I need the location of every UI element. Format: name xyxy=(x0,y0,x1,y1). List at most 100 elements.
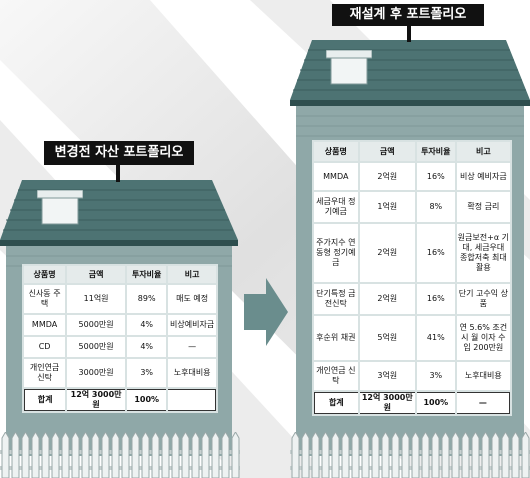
fence-picket xyxy=(311,432,320,478)
amount-cell: 1억원 xyxy=(359,192,415,222)
fence-picket xyxy=(91,432,100,478)
fence-picket xyxy=(411,432,420,478)
product-cell: 세금우대 정기예금 xyxy=(314,192,358,222)
fence-picket xyxy=(451,432,460,478)
fence-picket xyxy=(381,432,390,478)
total-note-cell: — xyxy=(456,392,510,414)
fence-rail xyxy=(0,466,240,470)
fence-picket xyxy=(351,432,360,478)
fence-picket xyxy=(31,432,40,478)
fence-picket xyxy=(51,432,60,478)
ratio-cell: 16% xyxy=(416,284,455,314)
note-cell: 원금보전+α 기대, 세금우대 종합저축 최대활용 xyxy=(456,224,510,282)
table-total-row: 합계 12억 3000만원 100% xyxy=(24,389,216,411)
table-row: 신사동 주택 11억원 89% 매도 예정 xyxy=(24,285,216,313)
header-cell: 투자비율 xyxy=(416,142,455,161)
fence-picket xyxy=(291,432,300,478)
fence-picket xyxy=(131,432,140,478)
ratio-cell: 3% xyxy=(416,362,455,390)
ratio-cell: 4% xyxy=(127,315,167,335)
fence-picket xyxy=(361,432,370,478)
note-cell: 연 5.6% 조건시 월 이자 수입 200만원 xyxy=(456,316,510,360)
table-total-row: 합계 12억 3000만원 100% — xyxy=(314,392,510,414)
note-cell: 매도 예정 xyxy=(168,285,216,313)
total-label-cell: 합계 xyxy=(314,392,358,414)
fence-picket xyxy=(181,432,190,478)
before-title-label: 변경전 자산 포트폴리오 xyxy=(44,141,194,165)
product-cell: 후순위 채권 xyxy=(314,316,358,360)
product-cell: 주가지수 연동형 정기예금 xyxy=(314,224,358,282)
fence-picket xyxy=(171,432,180,478)
fence-rail xyxy=(0,450,240,454)
amount-cell: 5억원 xyxy=(359,316,415,360)
fence-picket xyxy=(191,432,200,478)
table-header-row: 상품명 금액 투자비율 비고 xyxy=(24,266,216,283)
fence-picket xyxy=(11,432,20,478)
table-row: 단기특정 금전신탁 2억원 16% 단기 고수익 상품 xyxy=(314,284,510,314)
fence-rail xyxy=(290,450,530,454)
amount-cell: 2억원 xyxy=(359,163,415,190)
fence-picket xyxy=(321,432,330,478)
fence-rail xyxy=(290,466,530,470)
fence-picket xyxy=(41,432,50,478)
header-cell: 상품명 xyxy=(314,142,358,161)
product-cell: MMDA xyxy=(24,315,66,335)
fence-picket xyxy=(431,432,440,478)
ratio-cell: 89% xyxy=(127,285,167,313)
total-ratio-cell: 100% xyxy=(127,389,167,411)
header-cell: 금액 xyxy=(67,266,126,283)
chimney-icon xyxy=(37,190,83,225)
header-cell: 비고 xyxy=(456,142,510,161)
total-note-cell xyxy=(168,389,216,411)
fence-picket xyxy=(81,432,90,478)
ratio-cell: 8% xyxy=(416,192,455,222)
fence-picket xyxy=(231,432,240,478)
note-cell: 노후대비용 xyxy=(456,362,510,390)
table-row: 개인연금 신탁 3억원 3% 노후대비용 xyxy=(314,362,510,390)
after-portfolio-table: 상품명 금액 투자비율 비고 MMDA 2억원 16% 비상 예비자금 세금우대… xyxy=(312,140,512,416)
before-title: 변경전 자산 포트폴리오 xyxy=(54,145,184,160)
table-row: 후순위 채권 5억원 41% 연 5.6% 조건시 월 이자 수입 200만원 xyxy=(314,316,510,360)
product-cell: CD xyxy=(24,337,66,357)
fence-picket xyxy=(121,432,130,478)
note-cell: — xyxy=(168,337,216,357)
note-cell: 비상예비자금 xyxy=(168,315,216,335)
fence-picket xyxy=(71,432,80,478)
amount-cell: 5000만원 xyxy=(67,315,126,335)
total-amount-cell: 12억 3000만원 xyxy=(67,389,126,411)
fence-picket xyxy=(441,432,450,478)
fence-picket xyxy=(481,432,490,478)
after-title: 재설계 후 포트폴리오 xyxy=(349,7,467,22)
fence-picket xyxy=(101,432,110,478)
fence-picket xyxy=(21,432,30,478)
ratio-cell: 41% xyxy=(416,316,455,360)
fence-picket xyxy=(511,432,520,478)
table-header-row: 상품명 금액 투자비율 비고 xyxy=(314,142,510,161)
table-row: 세금우대 정기예금 1억원 8% 확정 금리 xyxy=(314,192,510,222)
product-cell: 개인연금 신탁 xyxy=(314,362,358,390)
amount-cell: 5000만원 xyxy=(67,337,126,357)
header-cell: 상품명 xyxy=(24,266,66,283)
fence-picket xyxy=(111,432,120,478)
fence-picket xyxy=(491,432,500,478)
ratio-cell: 16% xyxy=(416,163,455,190)
fence-picket xyxy=(461,432,470,478)
note-cell: 확정 금리 xyxy=(456,192,510,222)
total-amount-cell: 12억 3000만원 xyxy=(359,392,415,414)
amount-cell: 3억원 xyxy=(359,362,415,390)
product-cell: 개인연금 신탁 xyxy=(24,359,66,387)
product-cell: MMDA xyxy=(314,163,358,190)
table-row: MMDA 5000만원 4% 비상예비자금 xyxy=(24,315,216,335)
table-row: 주가지수 연동형 정기예금 2억원 16% 원금보전+α 기대, 세금우대 종합… xyxy=(314,224,510,282)
table-row: 개인연금 신탁 3000만원 3% 노후대비용 xyxy=(24,359,216,387)
total-label-cell: 합계 xyxy=(24,389,66,411)
fence-picket xyxy=(371,432,380,478)
product-cell: 단기특정 금전신탁 xyxy=(314,284,358,314)
sign-post xyxy=(116,158,120,182)
fence-icon xyxy=(0,432,240,478)
header-cell: 투자비율 xyxy=(127,266,167,283)
fence-picket xyxy=(391,432,400,478)
amount-cell: 2억원 xyxy=(359,284,415,314)
table-row: MMDA 2억원 16% 비상 예비자금 xyxy=(314,163,510,190)
